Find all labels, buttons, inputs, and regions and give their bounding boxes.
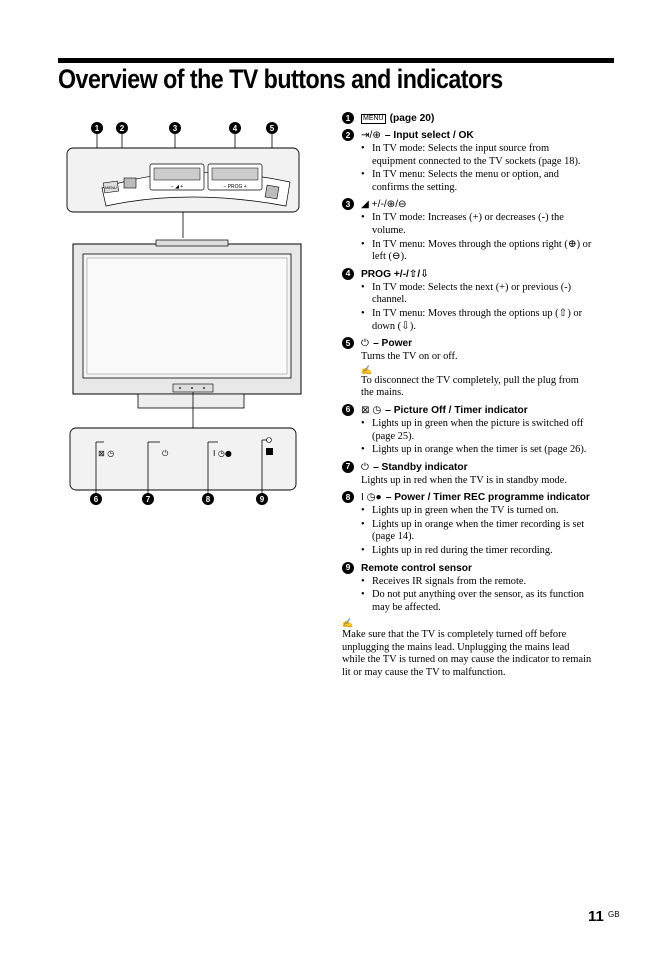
- list-item: Do not put anything over the sensor, as …: [361, 589, 592, 614]
- page-number: 11: [588, 908, 604, 925]
- svg-text:⊠ ◷: ⊠ ◷: [98, 449, 114, 458]
- callout-3: 3: [173, 124, 178, 133]
- volume-buttons-label: − ◢ +: [171, 184, 184, 190]
- page-title: Overview of the TV buttons and indicator…: [58, 64, 503, 94]
- list-item: Lights up in red during the timer record…: [361, 545, 592, 558]
- callout-7: 7: [146, 495, 151, 504]
- menu-icon: MENU: [361, 114, 386, 124]
- item-power-timer-rec: 8 I ◷● – Power / Timer REC programme ind…: [342, 491, 592, 557]
- callout-8: 8: [206, 495, 211, 504]
- title-rule: [58, 58, 614, 63]
- standby-icon: ⏻: [361, 461, 370, 473]
- tv-diagram: 1 2 3 4 5 MENU − ◢ + − PROG +: [58, 110, 318, 540]
- list-item: In TV mode: Increases (+) or decreases (…: [361, 212, 592, 237]
- callout-4: 4: [233, 124, 238, 133]
- callout-9: 9: [260, 495, 265, 504]
- callout-5: 5: [270, 124, 275, 133]
- power-icon: ⏻: [361, 338, 370, 350]
- svg-text:I ◷●: I ◷●: [213, 449, 232, 458]
- list-item: In TV mode: Selects the input source fro…: [361, 143, 592, 168]
- callout-2: 2: [120, 124, 125, 133]
- list-item: Receives IR signals from the remote.: [361, 576, 592, 589]
- callout-1: 1: [95, 124, 100, 133]
- input-select-icon: ⇥/⊕: [361, 130, 381, 141]
- list-item: Lights up in orange when the timer recor…: [361, 519, 592, 544]
- item-input-select: 2 ⇥/⊕ – Input select / OK In TV mode: Se…: [342, 129, 592, 194]
- list-item: In TV menu: Moves through the options up…: [361, 308, 592, 333]
- item-picture-off: 6 ⊠ ◷ – Picture Off / Timer indicator Li…: [342, 403, 592, 457]
- list-item: In TV menu: Selects the menu or option, …: [361, 169, 592, 194]
- item-menu: 1 MENU (page 20): [342, 112, 592, 125]
- note-icon: ✍: [361, 364, 373, 375]
- power-timer-rec-icon: I ◷●: [361, 492, 382, 504]
- list-item: In TV menu: Moves through the options ri…: [361, 239, 592, 264]
- final-note: Make sure that the TV is completely turn…: [342, 629, 592, 678]
- note-icon: ✍: [342, 618, 354, 629]
- volume-icon: ◢ +/-/⊕/⊖: [361, 199, 407, 211]
- menu-button-label: MENU: [105, 185, 117, 190]
- list-item: Lights up in green when the picture is s…: [361, 418, 592, 443]
- button-descriptions: 1 MENU (page 20) 2 ⇥/⊕ – Input select / …: [342, 112, 592, 679]
- picture-off-timer-icon: ⊠ ◷: [361, 404, 382, 416]
- tv-illustration: 1 2 3 4 5 MENU − ◢ + − PROG +: [66, 122, 302, 505]
- list-item: In TV mode: Selects the next (+) or prev…: [361, 282, 592, 307]
- callout-6: 6: [94, 495, 99, 504]
- svg-text:⏻: ⏻: [162, 449, 169, 458]
- item-standby: 7 ⏻ – Standby indicator Lights up in red…: [342, 460, 592, 488]
- item-remote-sensor: 9 Remote control sensor Receives IR sign…: [342, 561, 592, 615]
- list-item: Lights up in orange when the timer is se…: [361, 444, 592, 457]
- prog-buttons-label: − PROG +: [223, 184, 246, 190]
- item-power: 5 ⏻ – Power Turns the TV on or off. ✍ To…: [342, 337, 592, 400]
- item-volume: 3 ◢ +/-/⊕/⊖ In TV mode: Increases (+) or…: [342, 198, 592, 263]
- item-prog: 4 PROG +/-/⇧/⇩ In TV mode: Selects the n…: [342, 267, 592, 333]
- page-lang: GB: [608, 910, 620, 919]
- list-item: Lights up in green when the TV is turned…: [361, 505, 592, 518]
